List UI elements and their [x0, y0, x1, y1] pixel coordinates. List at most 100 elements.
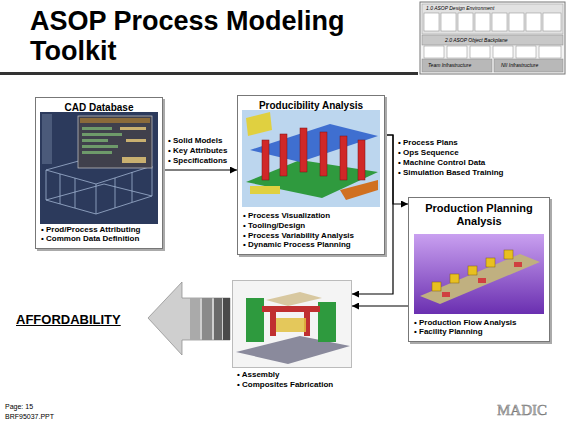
drawing-part	[493, 46, 513, 58]
bullet-item: • Facility Planning	[414, 327, 544, 337]
drawing-part	[232, 280, 352, 368]
drawing-part	[262, 306, 320, 312]
drawing-part	[492, 13, 507, 31]
drawing-part	[0, 72, 418, 75]
flow-note: • Machine Control Data	[398, 158, 485, 168]
drawing-part	[262, 128, 365, 180]
drawing-part	[441, 13, 456, 31]
process-box: CAD Database • Prod/Process Attributing• …	[35, 97, 163, 249]
drawing-part	[250, 186, 280, 194]
drawing-part	[414, 234, 544, 314]
drawing-part	[358, 140, 365, 180]
drawing-part	[526, 13, 541, 31]
outcome-label: AFFORDABILITY	[16, 312, 121, 328]
flow-arrow	[352, 305, 408, 306]
cad-screenshot	[40, 112, 158, 224]
drawing-part	[340, 136, 347, 180]
drawing-part	[148, 282, 230, 355]
drawing-part	[46, 170, 47, 200]
drawing-part	[190, 298, 200, 340]
drawing-part	[82, 127, 122, 154]
drawing-part	[422, 35, 563, 45]
flow-note: • Ops Sequence	[398, 148, 459, 158]
drawing-part	[42, 114, 52, 164]
drawing-part	[424, 46, 444, 58]
drawing-part	[539, 46, 561, 58]
drawing-part	[447, 46, 467, 58]
bullet-item: • Tooling/Design	[243, 221, 379, 231]
drawing-part	[132, 172, 133, 202]
drawing-part	[424, 46, 561, 58]
drawing-part	[214, 298, 222, 340]
drawing-part	[432, 282, 441, 291]
thumbnail	[420, 2, 565, 74]
drawing-part	[468, 266, 477, 275]
bullet-item: • Common Data Definition	[41, 234, 157, 244]
drawing-part	[120, 127, 146, 130]
drawing-part	[509, 13, 524, 31]
box-heading: Production Planning Analysis	[414, 202, 544, 229]
bullet-item: • Production Flow Analysis	[414, 318, 544, 328]
drawing-part	[442, 292, 450, 297]
drawing-part	[122, 157, 146, 163]
bullet-item: • Process Visualization	[243, 211, 379, 221]
drawing-part	[40, 112, 158, 224]
drawing-part	[543, 13, 561, 31]
drawing-part	[475, 13, 490, 31]
drawing-part	[422, 59, 492, 72]
flow-note: • Solid Models	[168, 136, 222, 146]
drawing-part	[82, 151, 112, 154]
flow-note: • Simulation Based Training	[398, 168, 503, 178]
facility-render	[414, 234, 544, 314]
flow-note: • Key Attributes	[168, 146, 227, 156]
process-box: Producibility Analysis • Process Visualiz…	[237, 95, 385, 255]
drawing-part	[320, 132, 327, 176]
drawing-part	[82, 139, 108, 142]
drawing-part	[318, 302, 336, 342]
flow-note: BRF95037.PPT	[5, 413, 54, 421]
drawing-part	[420, 2, 565, 74]
drawing-part	[486, 258, 495, 267]
bullet-item: • Composites Fabrication	[237, 380, 333, 390]
flow-note: • Process Plans	[398, 138, 458, 148]
flow-arrow	[163, 169, 237, 170]
box-heading: CAD Database	[41, 102, 157, 114]
bullet-item: • Prod/Process Attributing	[41, 225, 157, 235]
drawing-part	[115, 178, 116, 208]
drawing-part	[126, 139, 146, 142]
drawing-part	[514, 262, 522, 267]
thumbnail-label: Team Infrastructure	[428, 62, 471, 68]
bullet-item: • Process Variability Analysis	[243, 231, 379, 241]
drawing-part	[246, 298, 264, 342]
drawing-part	[450, 274, 459, 283]
affordability-arrow	[148, 282, 230, 355]
bullet-item: • Dynamic Process Planning	[243, 240, 379, 250]
flow-arrow	[352, 135, 393, 294]
drawing-part	[202, 298, 212, 340]
thumbnail-label: 1.0 ASOP Design Environment	[426, 5, 494, 11]
drawing-part	[60, 174, 61, 204]
drawing-part	[470, 46, 490, 58]
drawing-part	[424, 13, 439, 31]
drawing-part	[82, 127, 112, 130]
box-heading: Producibility Analysis	[243, 100, 379, 112]
drawing-part	[504, 250, 513, 259]
drawing-part	[96, 184, 97, 214]
drawing-part	[82, 133, 122, 136]
page-title: ASOP Process Modeling Toolkit	[30, 6, 360, 66]
drawing-part	[266, 292, 322, 306]
drawing-part	[276, 318, 306, 332]
drawing-part	[246, 112, 272, 136]
drawing-part	[80, 118, 150, 123]
producibility-render	[242, 110, 380, 207]
drawing-part	[432, 250, 513, 291]
assembly-render	[232, 280, 352, 368]
drawing-part	[340, 180, 378, 200]
drawing-part	[270, 312, 276, 336]
caption-group: • Assembly• Composites Fabrication	[237, 370, 333, 390]
drawing-part	[152, 166, 153, 196]
thumbnail-label: 2.0 ASOP Object Backplane	[445, 37, 507, 43]
drawing-part	[300, 128, 307, 172]
drawing-part	[422, 4, 563, 34]
drawing-part	[120, 127, 146, 163]
